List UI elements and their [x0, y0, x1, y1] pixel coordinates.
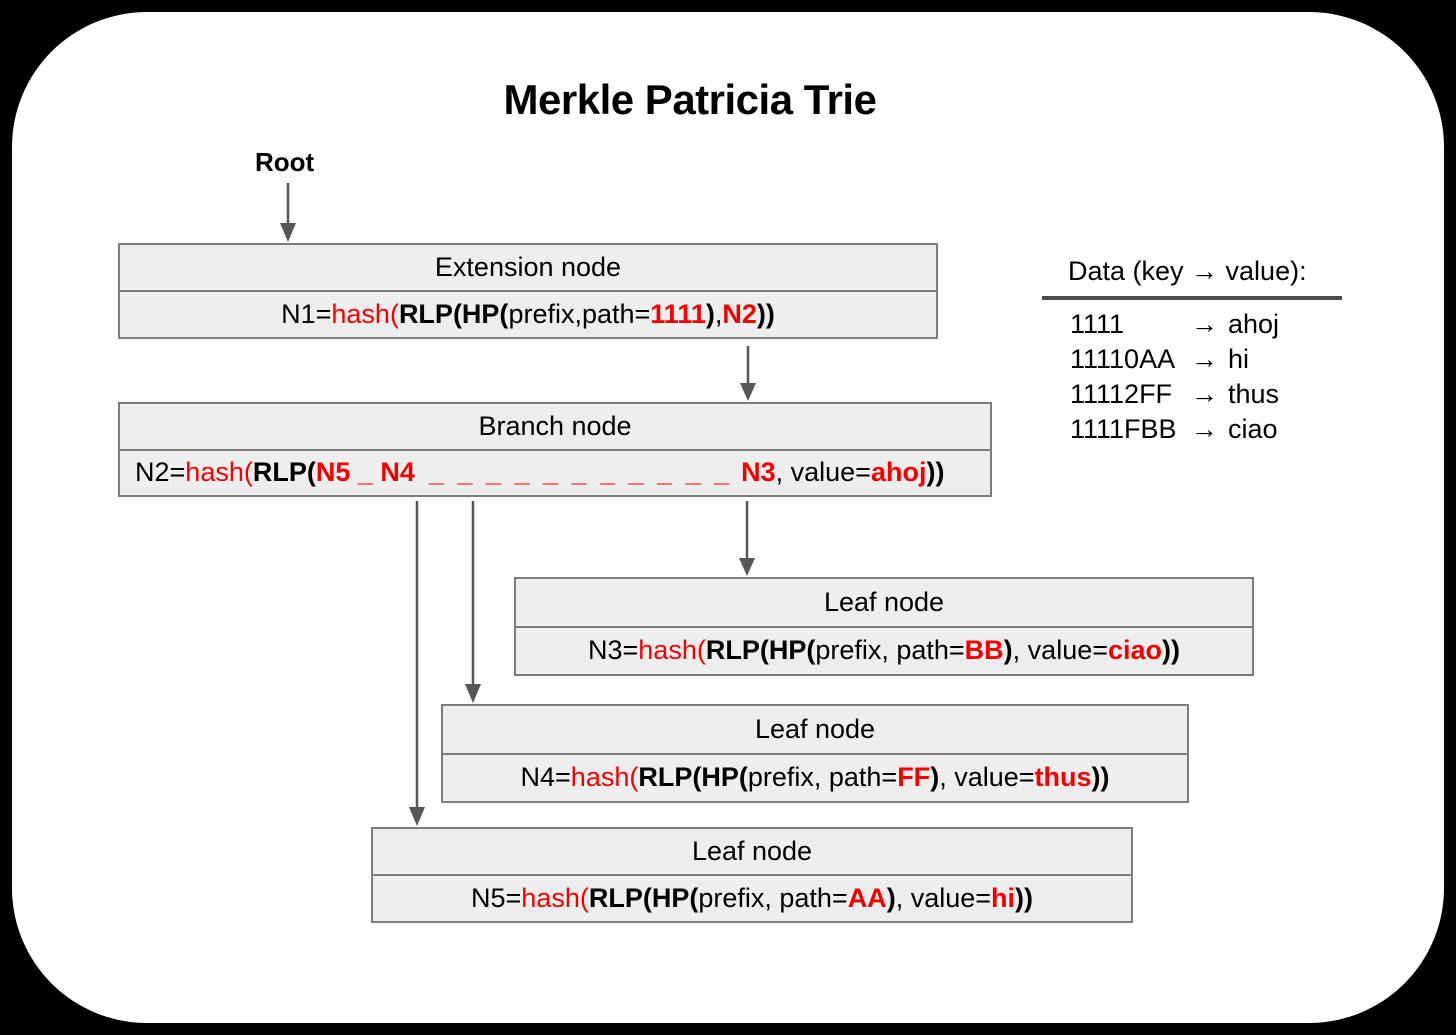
data-row: 11112FF → thus: [1070, 377, 1342, 412]
formula-segment: ): [886, 883, 896, 913]
formula-segment: prefix,path=: [508, 299, 651, 329]
extension-node-formula: N1=hash(RLP(HP(prefix,path=1111), N2)): [120, 292, 936, 337]
formula-segment: BB: [964, 635, 1004, 666]
formula-segment: prefix, path=: [815, 635, 965, 666]
formula-segment: , value=: [939, 762, 1035, 793]
data-row-value: hi: [1228, 344, 1250, 374]
leaf-node-n5-formula: N5=hash(RLP(HP(prefix, path=AA), value=h…: [373, 876, 1131, 921]
formula-segment: ): [930, 762, 940, 793]
formula-segment: 1111: [650, 299, 706, 329]
formula-segment: RLP(HP(: [398, 299, 509, 329]
formula-segment: ahoj: [870, 457, 927, 488]
formula-segment: RLP(: [252, 457, 316, 488]
formula-segment: hash(: [185, 457, 253, 488]
formula-segment: , value=: [1012, 635, 1108, 666]
right-arrow-glyph: →: [1191, 414, 1218, 444]
formula-segment: , value=: [895, 883, 992, 913]
formula-segment: prefix, path=: [698, 883, 848, 913]
formula-segment: ): [1003, 635, 1013, 666]
formula-segment: hash(: [638, 635, 706, 666]
formula-segment: N3: [741, 457, 776, 488]
data-row-value: ahoj: [1228, 309, 1280, 339]
formula-segment: N4=: [520, 762, 571, 793]
root-label: Root: [255, 147, 315, 177]
branch-node-box: Branch node N2=hash(RLP(N5 _ N4 _ _ _ _ _…: [118, 402, 992, 497]
branch-node-type-label: Branch node: [120, 404, 990, 451]
data-row-key: 1111FBB: [1070, 414, 1177, 444]
formula-segment: )): [1162, 635, 1181, 666]
leaf-node-n4-formula: N4=hash(RLP(HP(prefix, path=FF), value=t…: [443, 755, 1187, 802]
right-arrow-glyph: →: [1191, 379, 1218, 409]
data-row-value: thus: [1228, 379, 1280, 409]
formula-segment: N3=: [587, 635, 639, 666]
formula-segment: ): [705, 299, 715, 329]
formula-segment: hash(: [521, 883, 589, 913]
extension-node-type-label: Extension node: [120, 245, 936, 292]
arrow-branch-to-leaf-n3: [739, 501, 755, 576]
formula-segment: hi: [991, 883, 1016, 913]
arrow-extension-to-branch: [740, 346, 756, 401]
leaf-node-n3-box: Leaf node N3=hash(RLP(HP(prefix, path=BB…: [514, 577, 1254, 676]
leaf-node-n4-box: Leaf node N4=hash(RLP(HP(prefix, path=FF…: [441, 704, 1189, 803]
leaf-node-n4-type-label: Leaf node: [443, 706, 1187, 755]
formula-segment: )): [1015, 883, 1033, 913]
formula-segment: ciao: [1108, 635, 1163, 666]
formula-segment: , value=: [775, 457, 871, 488]
data-row: 1111FBB → ciao: [1070, 412, 1342, 447]
formula-segment: ,: [714, 299, 723, 329]
data-row-value: ciao: [1228, 414, 1278, 444]
formula-segment: N1=: [281, 299, 332, 329]
data-row: 11110AA → hi: [1070, 342, 1342, 377]
formula-segment: hash(: [331, 299, 399, 329]
data-row-key: 11110AA: [1070, 344, 1176, 374]
formula-segment: N2=: [135, 457, 186, 488]
right-arrow-glyph: →: [1191, 309, 1218, 339]
leaf-node-n5-box: Leaf node N5=hash(RLP(HP(prefix, path=AA…: [371, 827, 1133, 923]
page-title: Merkle Patricia Trie: [503, 76, 877, 123]
arrow-branch-to-leaf-n5: [409, 501, 425, 826]
formula-segment: RLP(HP(: [705, 635, 816, 666]
data-panel-heading: Data (key → value):: [1042, 256, 1342, 300]
data-row: 1111 → ahoj: [1070, 307, 1342, 342]
formula-segment: prefix, path=: [747, 762, 898, 793]
branch-node-formula: N2=hash(RLP(N5 _ N4 _ _ _ _ _ _ _ _ _ _ _…: [120, 451, 990, 496]
formula-segment: FF: [897, 762, 931, 793]
formula-segment: RLP(HP(: [638, 762, 748, 793]
data-row-key: 11112FF: [1070, 379, 1173, 409]
formula-segment: )): [926, 457, 945, 488]
arrow-root-to-extension: [280, 183, 296, 242]
formula-segment: N2: [722, 299, 757, 329]
formula-segment: hash(: [570, 762, 639, 793]
leaf-node-n3-type-label: Leaf node: [516, 579, 1252, 628]
formula-segment: _ _ _ _ _ _ _ _ _ _ _: [428, 457, 730, 488]
arrow-branch-to-leaf-n4: [465, 501, 481, 703]
formula-segment: N5 _ N4: [315, 457, 415, 488]
formula-segment: )): [1091, 762, 1110, 793]
formula-segment: thus: [1034, 762, 1092, 793]
right-arrow-glyph: →: [1191, 344, 1218, 374]
leaf-node-n5-type-label: Leaf node: [373, 829, 1131, 876]
data-row-key: 1111: [1070, 309, 1125, 339]
formula-segment: )): [756, 299, 775, 329]
leaf-node-n3-formula: N3=hash(RLP(HP(prefix, path=BB), value=c…: [516, 628, 1252, 675]
data-panel-rows: 1111 → ahoj 11110AA → hi 11112FF → thus 1111FBB → c…: [1042, 307, 1342, 447]
formula-segment: N5=: [471, 883, 522, 913]
formula-segment: RLP(HP(: [588, 883, 699, 913]
extension-node-box: Extension node N1=hash(RLP(HP(prefix,pat…: [118, 243, 938, 339]
formula-segment: AA: [847, 883, 887, 913]
